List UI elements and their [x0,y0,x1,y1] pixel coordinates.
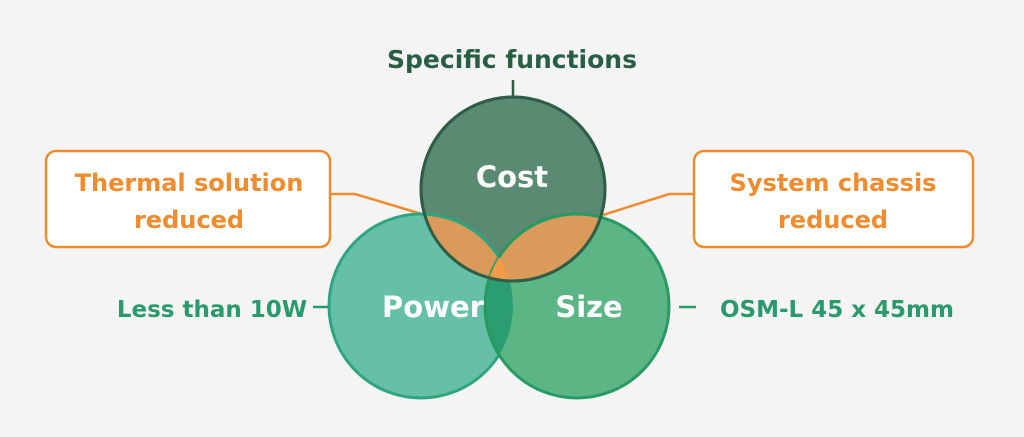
left-callout-line1: Thermal solution [75,169,304,197]
power-label: Power [382,290,485,324]
size-label: Size [555,290,622,324]
cost-size-overlap [483,212,605,281]
cost-power-overlap [421,212,515,281]
left-callout-pointer [330,192,426,217]
right-callout-pointer [602,192,694,217]
right-callout-line1: System chassis [730,169,937,197]
left-callout-box [44,149,332,249]
power-size-overlap [483,214,513,398]
right-label: OSM-L 45 x 45mm [720,297,954,323]
right-callout-line2: reduced [778,206,888,234]
cost-label: Cost [476,160,548,194]
left-callout-line2: reduced [134,206,244,234]
top-label: Specific functions [387,45,637,74]
right-callout-box [692,149,975,249]
left-label: Less than 10W [117,297,307,323]
